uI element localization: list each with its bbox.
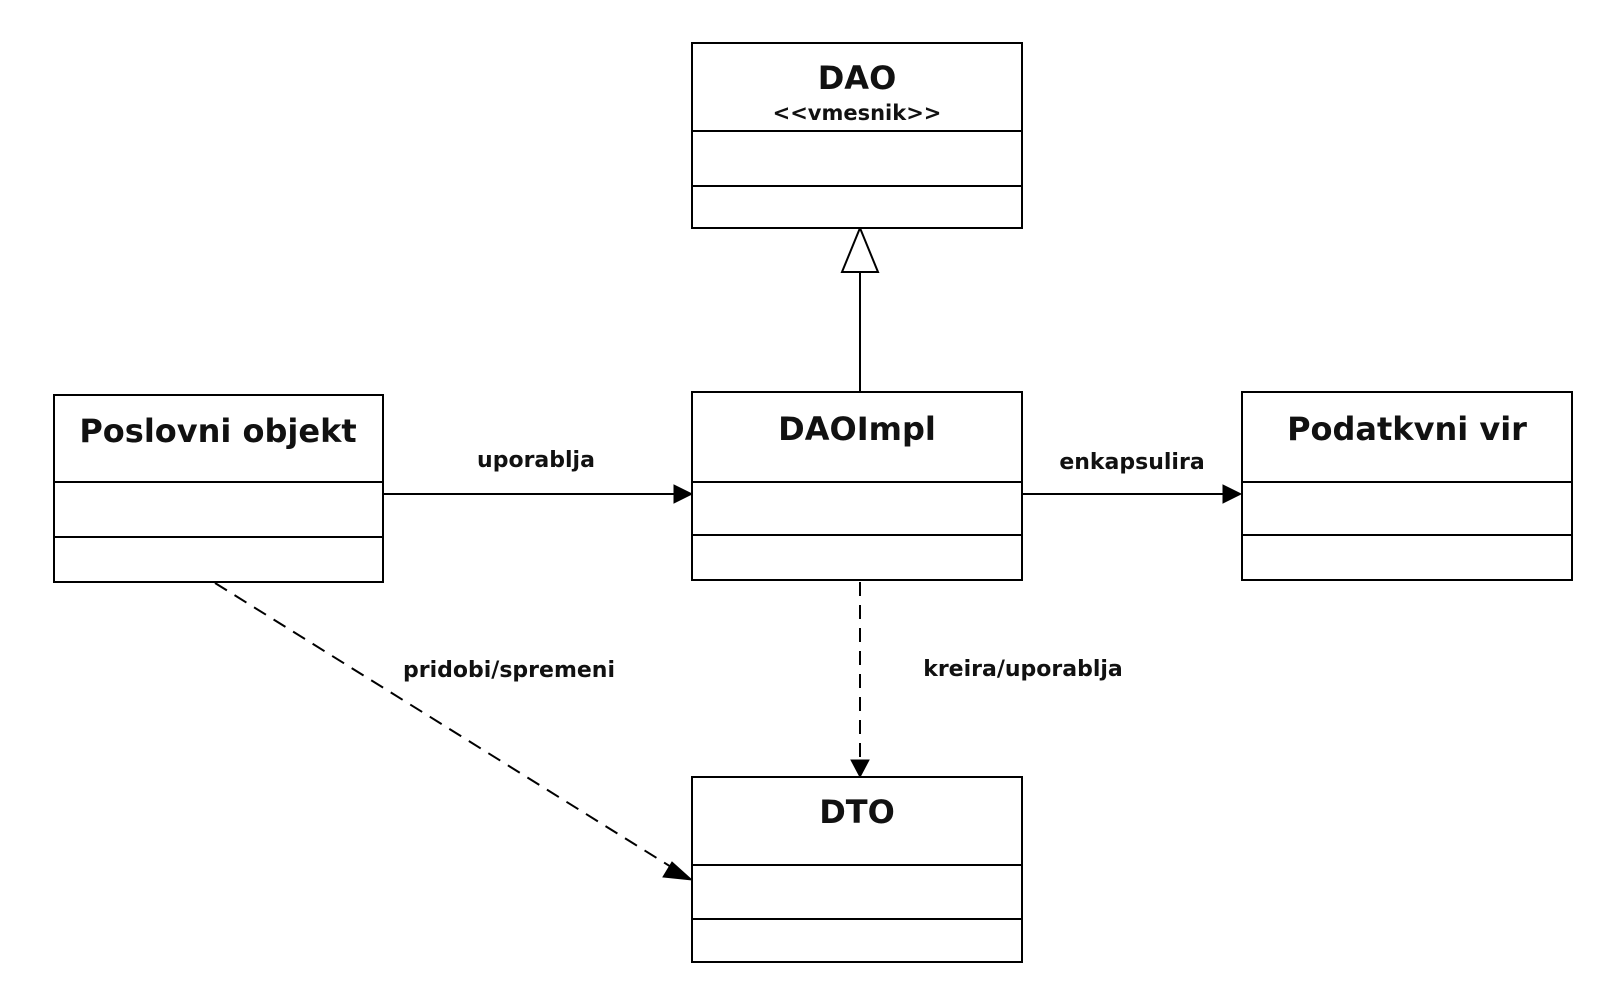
encapsulates-arrowhead [1222, 484, 1243, 504]
encapsulates-relation: enkapsulira [1022, 450, 1243, 504]
get-set-relation: pridobi/spremeni [214, 582, 694, 881]
class-poslovni-objekt[interactable]: Poslovni objekt [53, 394, 384, 583]
uses-relation: uporablja [383, 448, 694, 504]
class-dao-frame [691, 42, 1023, 229]
get-set-arrowhead [662, 861, 694, 881]
create-use-arrowhead [850, 759, 870, 779]
class-podatkvni-vir-frame [1241, 391, 1573, 581]
create-use-relation: kreira/uporablja [850, 582, 1123, 779]
class-dto-frame [691, 776, 1023, 963]
class-poslovni-objekt-name: Poslovni objekt [79, 412, 356, 450]
class-dao-name: DAO [818, 59, 897, 97]
class-daoimpl-frame [691, 391, 1023, 581]
class-poslovni-objekt-frame [53, 394, 384, 583]
encapsulates-label: enkapsulira [1059, 450, 1204, 475]
get-set-label: pridobi/spremeni [403, 658, 615, 683]
class-dao-stereotype: <<vmesnik>> [773, 101, 942, 125]
get-set-line [214, 582, 677, 871]
class-dto-name: DTO [819, 793, 895, 831]
realization-arrowhead [840, 225, 880, 273]
class-dto[interactable]: DTO [691, 776, 1023, 963]
uses-arrowhead [673, 484, 694, 504]
uses-label: uporablja [477, 448, 595, 473]
realization-relation [840, 225, 880, 392]
class-daoimpl-name: DAOImpl [778, 410, 936, 448]
create-use-label: kreira/uporablja [923, 657, 1123, 682]
class-podatkvni-vir[interactable]: Podatkvni vir [1241, 391, 1573, 581]
class-podatkvni-vir-name: Podatkvni vir [1287, 410, 1527, 448]
class-dao[interactable]: DAO <<vmesnik>> [691, 42, 1023, 229]
class-daoimpl[interactable]: DAOImpl [691, 391, 1023, 581]
